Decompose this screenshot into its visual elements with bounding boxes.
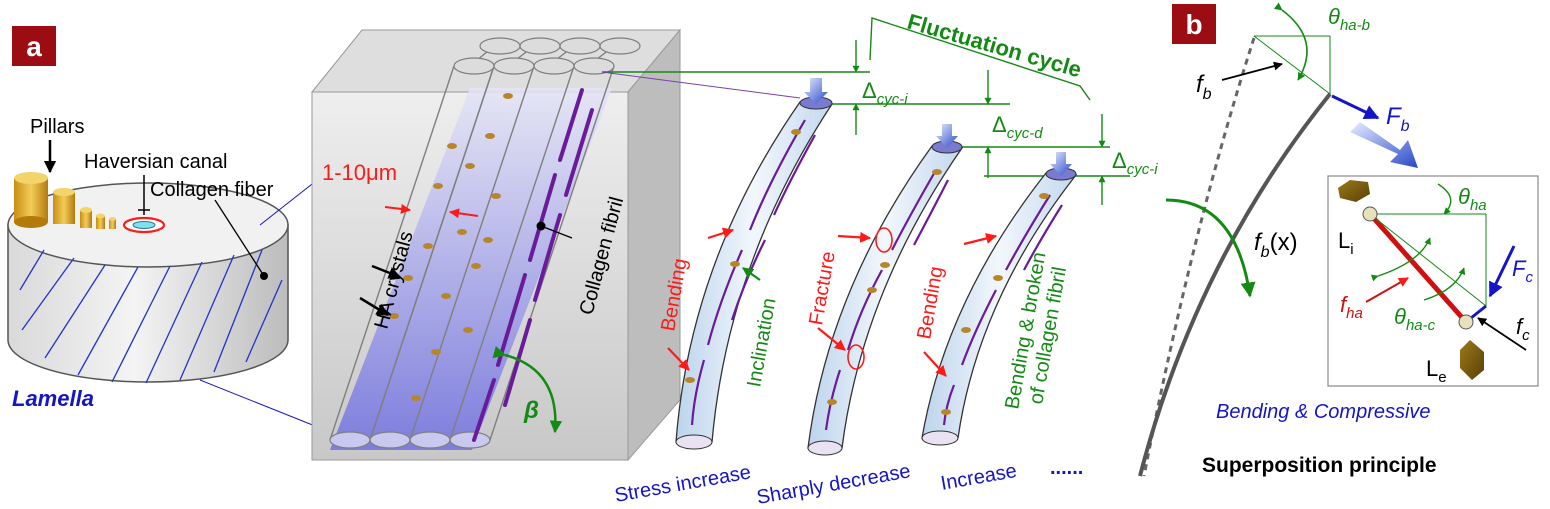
bending-compressive-label: Bending & Compressive bbox=[1216, 401, 1431, 423]
Li-label: Li bbox=[1338, 228, 1354, 258]
theta-ha-label: θha bbox=[1458, 184, 1487, 214]
pillars-label: Pillars bbox=[30, 116, 84, 138]
bent-beam bbox=[1138, 92, 1332, 477]
collagen-fiber-label: Collagen fiber bbox=[150, 179, 274, 201]
force-arrows bbox=[667, 227, 998, 377]
crystal-hexagon-bottom bbox=[1460, 340, 1484, 380]
bent-fibril-1 bbox=[675, 96, 834, 450]
panel-a: a Pillars Haversia bbox=[7, 9, 1158, 509]
theta-ha-c-label: θha-c bbox=[1394, 304, 1436, 334]
bending-moment-arrow bbox=[1165, 198, 1256, 298]
fbx-label: fb(x) bbox=[1254, 229, 1298, 261]
lamella-cylinder bbox=[7, 172, 289, 384]
Fc-label: Fc bbox=[1512, 256, 1533, 286]
panel-b-badge bbox=[1172, 4, 1216, 44]
inset-crystal-box: θha Li Fc fha θha-c fc Le bbox=[1327, 175, 1539, 387]
ha-crystal-dots bbox=[389, 93, 513, 401]
size-label: 1-10μm bbox=[322, 160, 397, 185]
panel-a-badge bbox=[12, 26, 56, 66]
fb-label: fb bbox=[1196, 71, 1212, 103]
panel-b-badge-label: b bbox=[1185, 9, 1202, 40]
original-beam-dashed bbox=[1142, 37, 1256, 477]
compressive-arrow bbox=[1350, 122, 1418, 168]
theta-ha-b-label: θha-b bbox=[1328, 4, 1370, 34]
delta-cyc-i-2: Δcyc-i bbox=[1112, 148, 1158, 178]
delta-cyc-d: Δcyc-d bbox=[992, 112, 1043, 142]
haversian-canal-label: Haversian canal bbox=[84, 151, 227, 173]
superposition-principle-label: Superposition principle bbox=[1202, 454, 1437, 477]
lamella-fiber-lines bbox=[19, 249, 283, 384]
Fb-label: Fb bbox=[1386, 103, 1410, 135]
panel-a-badge-label: a bbox=[26, 31, 42, 62]
beta-angle-label: β bbox=[523, 397, 539, 424]
delta-cyc-i-1: Δcyc-i bbox=[862, 78, 908, 108]
fluctuation-cycle-label: Fluctuation cycle bbox=[905, 9, 1085, 83]
sharply-decrease-label: Sharply decrease bbox=[755, 460, 912, 509]
stress-increase-label: Stress increase bbox=[613, 461, 753, 507]
lamella-label: Lamella bbox=[12, 386, 94, 411]
Le-label: Le bbox=[1426, 356, 1447, 386]
inclination-label: Inclination bbox=[743, 296, 780, 389]
fibril-box bbox=[310, 28, 682, 462]
fc-label: fc bbox=[1516, 314, 1530, 344]
fha-label: fha bbox=[1340, 292, 1363, 322]
crystal-hexagon-top bbox=[1338, 180, 1370, 202]
panel-b: b θha-b fb Fb fb(x) θha bbox=[1138, 2, 1539, 477]
bending-label-2: Bending bbox=[913, 265, 947, 341]
ellipsis-label: ...... bbox=[1050, 457, 1083, 479]
pillars bbox=[14, 172, 116, 229]
increase-label: Increase bbox=[939, 460, 1018, 495]
fracture-label: Fracture bbox=[805, 250, 840, 327]
